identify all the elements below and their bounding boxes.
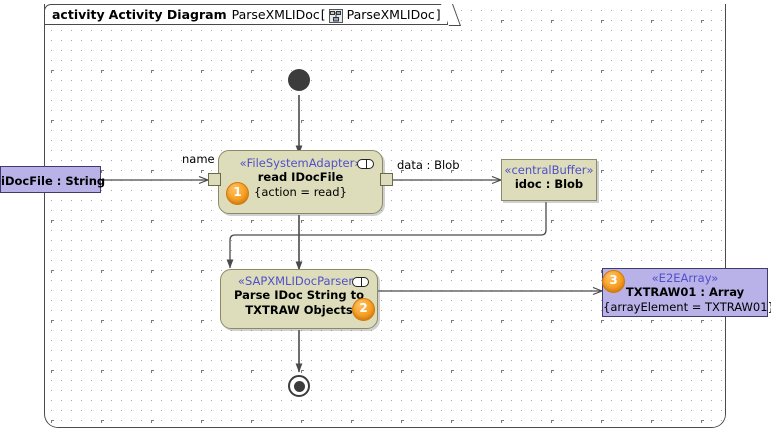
initial-node[interactable]: [288, 69, 310, 91]
action-node-parse-idoc[interactable]: «SAPXMLIDocParser» Parse IDoc String to …: [220, 269, 378, 329]
action-node-read-idocfile[interactable]: «FileSystemAdapter» read IDocFile {actio…: [218, 150, 383, 214]
frame-type-label: Activity Diagram: [108, 7, 227, 22]
action2-name-line1: Parse IDoc String to: [234, 288, 364, 302]
action1-input-pin[interactable]: [208, 173, 221, 186]
frame-diagram-name: ParseXMLIDoc: [231, 7, 320, 22]
activity-final-node-inner: [293, 380, 305, 392]
activity-diagram-icon: [328, 8, 343, 23]
output-object-node[interactable]: «E2EArray» TXTRAW01 : Array {arrayElemen…: [602, 268, 771, 317]
badge-1[interactable]: 1: [226, 182, 249, 205]
action2-name-line2: TXTRAW Objects: [245, 303, 353, 317]
frame-bracket-close: ]: [435, 7, 441, 22]
output-stereotype: «E2EArray»: [651, 271, 719, 285]
badge-3[interactable]: 3: [602, 270, 625, 293]
input-object-node[interactable]: iDocFile : String: [0, 166, 105, 193]
behavior-icon: [357, 159, 374, 169]
frame-header-tab[interactable]: activity Activity Diagram ParseXMLIDoc […: [44, 4, 448, 25]
action1-name: read IDocFile: [257, 170, 344, 184]
diagram-grid: [45, 4, 725, 427]
behavior-icon: [352, 277, 369, 287]
action2-stereotype: «SAPXMLIDocParser»: [237, 274, 361, 288]
action1-stereotype: «FileSystemAdapter»: [239, 156, 362, 170]
input-object-label: iDocFile : String: [1, 174, 106, 188]
buffer-stereotype: «centralBuffer»: [504, 163, 594, 177]
edge-label-data: data : Blob: [397, 158, 460, 172]
buffer-name: idoc : Blob: [514, 177, 584, 191]
frame-keyword: activity: [52, 7, 105, 22]
grid-dots: [45, 4, 725, 427]
edge-label-name: name: [182, 152, 215, 166]
output-name: TXTRAW01 : Array: [625, 285, 745, 299]
activity-frame: [44, 4, 726, 428]
frame-bracket-open: [: [320, 7, 326, 22]
output-property: {arrayElement = TXTRAW01}: [603, 300, 771, 314]
action1-output-pin[interactable]: [380, 173, 393, 186]
badge-2[interactable]: 2: [352, 298, 375, 321]
central-buffer-node[interactable]: «centralBuffer» idoc : Blob: [501, 159, 597, 201]
action1-property: {action = read}: [254, 185, 347, 199]
frame-inner-name: ParseXMLIDoc: [346, 7, 435, 22]
